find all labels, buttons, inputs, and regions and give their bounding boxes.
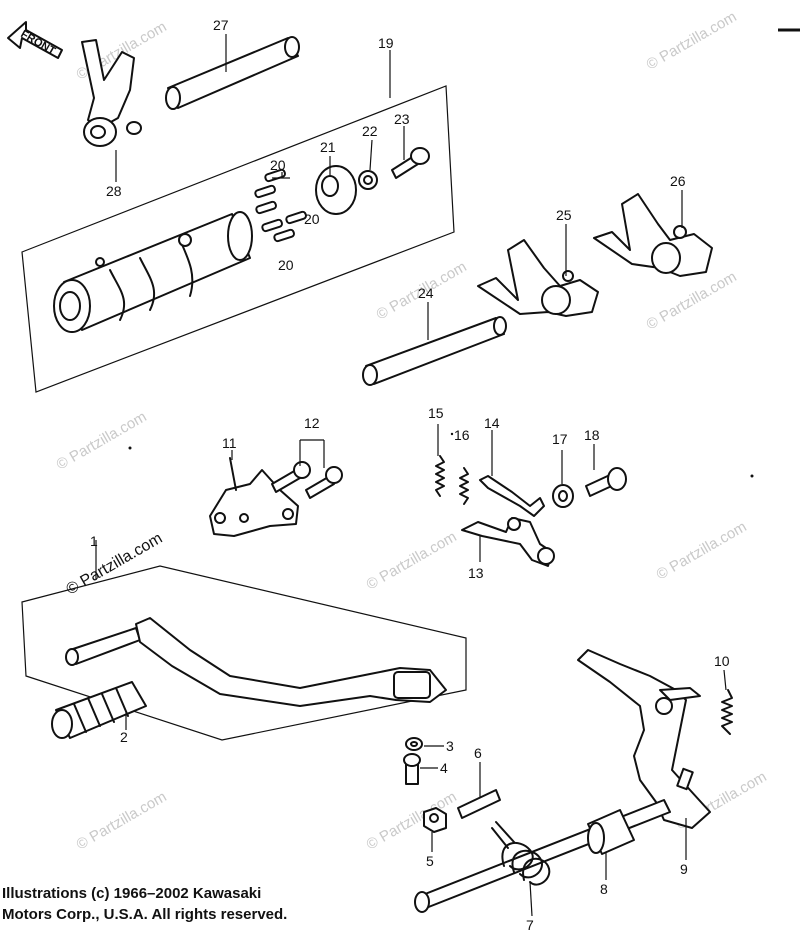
frame-1 xyxy=(21,565,467,741)
arm-13 xyxy=(461,517,555,567)
callout-11: 11 xyxy=(222,435,237,451)
cam-21 xyxy=(315,165,357,215)
callout-15: 15 xyxy=(428,405,444,421)
shift-shaft xyxy=(414,799,671,913)
pins-20 xyxy=(254,168,307,243)
shift-plate-9 xyxy=(577,649,711,829)
callout-17: 17 xyxy=(552,431,568,447)
callout-20-top: 20 xyxy=(270,157,286,173)
callout-6: 6 xyxy=(474,745,482,761)
callout-3: 3 xyxy=(446,738,454,754)
watermark: © Partzilla.com xyxy=(54,408,150,473)
callout-18: 18 xyxy=(584,427,600,443)
pin-6 xyxy=(457,789,501,819)
watermark: © Partzilla.com xyxy=(654,518,750,583)
dot-mark xyxy=(450,432,454,436)
lever-14 xyxy=(479,475,545,517)
bolt-23 xyxy=(391,147,430,179)
front-arrow-icon: FRONT xyxy=(7,21,63,59)
callout-24: 24 xyxy=(418,285,434,301)
callout-7: 7 xyxy=(526,917,534,933)
shift-drum xyxy=(53,211,253,333)
watermark: © Partzilla.com xyxy=(644,8,740,73)
watermark-main: © Partzilla.com xyxy=(64,530,166,599)
copyright-line-1: Illustrations (c) 1966–2002 Kawasaki xyxy=(2,885,262,902)
dot-mark xyxy=(750,474,754,478)
callout-27: 27 xyxy=(213,17,229,33)
bolt-4 xyxy=(403,753,421,785)
shift-fork-28 xyxy=(81,39,142,147)
callout-14: 14 xyxy=(484,415,500,431)
washer-3 xyxy=(405,737,423,751)
plate-11 xyxy=(209,457,299,537)
shift-pedal-1 xyxy=(65,617,447,707)
callouts: 27 19 28 20 21 22 23 20 20 24 25 26 11 1… xyxy=(90,17,730,933)
spring-10 xyxy=(721,689,733,735)
callout-16: 16 xyxy=(454,427,470,443)
return-spring-7 xyxy=(491,821,551,886)
callout-1: 1 xyxy=(90,533,98,549)
front-label: FRONT xyxy=(19,28,58,57)
spring-15 xyxy=(435,455,445,497)
watermark: © Partzilla.com xyxy=(644,268,740,333)
bolt-18 xyxy=(585,467,627,497)
spring-16 xyxy=(459,467,469,505)
callout-13: 13 xyxy=(468,565,484,581)
bolts-12 xyxy=(271,461,343,499)
callout-28: 28 xyxy=(106,183,122,199)
callout-21: 21 xyxy=(320,139,336,155)
callout-8: 8 xyxy=(600,881,608,897)
watermark: © Partzilla.com xyxy=(364,528,460,593)
callout-23: 23 xyxy=(394,111,410,127)
callout-5: 5 xyxy=(426,853,434,869)
pedal-rubber-2 xyxy=(51,681,147,739)
callout-2: 2 xyxy=(120,729,128,745)
callout-20-mid: 20 xyxy=(304,211,320,227)
callout-20-bottom: 20 xyxy=(278,257,294,273)
washer-17 xyxy=(552,484,574,508)
frame-19 xyxy=(21,85,455,393)
shift-rod-24 xyxy=(362,316,507,386)
dot-mark xyxy=(128,446,132,450)
callout-25: 25 xyxy=(556,207,572,223)
copyright-line-2: Motors Corp., U.S.A. All rights reserved… xyxy=(2,906,288,923)
washer-22 xyxy=(358,170,378,190)
shift-fork-26 xyxy=(593,193,713,277)
copyright-notice: Illustrations (c) 1966–2002 Kawasaki Mot… xyxy=(2,883,287,925)
shift-fork-25 xyxy=(477,239,599,317)
callout-10: 10 xyxy=(714,653,730,669)
callout-9: 9 xyxy=(680,861,688,877)
callout-12: 12 xyxy=(304,415,320,431)
shift-rod-27 xyxy=(165,36,300,110)
leader-lines xyxy=(95,34,727,917)
callout-4: 4 xyxy=(440,760,448,776)
callout-19: 19 xyxy=(378,35,394,51)
callout-26: 26 xyxy=(670,173,686,189)
nut-5 xyxy=(423,807,447,833)
watermark: © Partzilla.com xyxy=(74,788,170,853)
callout-22: 22 xyxy=(362,123,378,139)
